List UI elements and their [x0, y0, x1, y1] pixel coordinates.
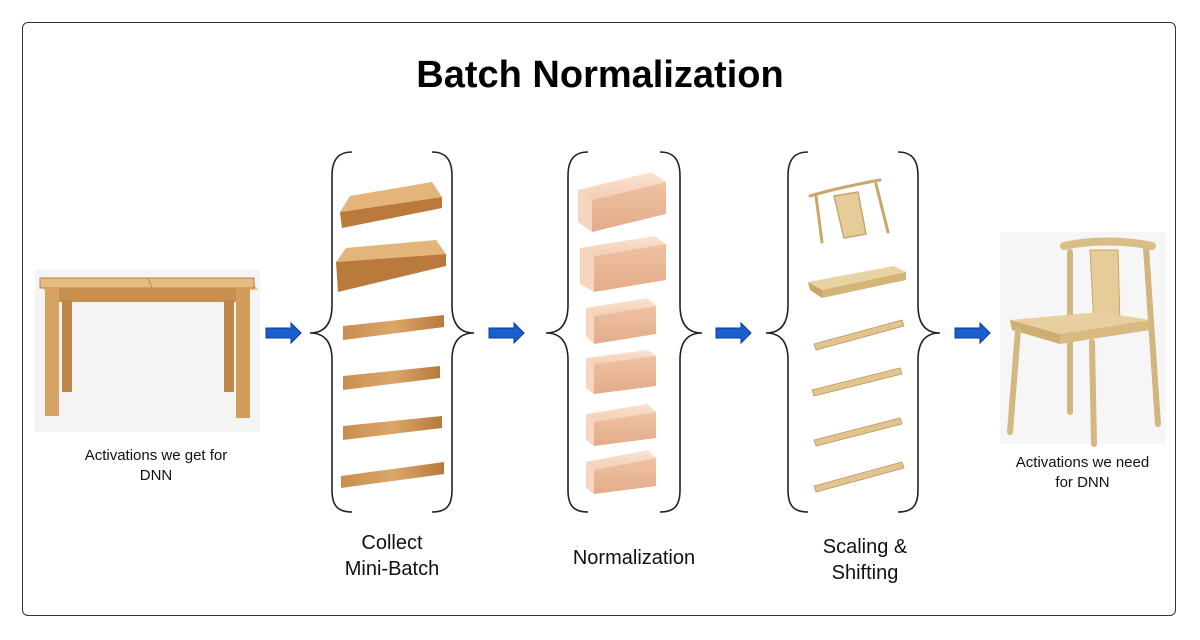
right-brace: [897, 151, 941, 513]
arrow-icon: [954, 321, 991, 345]
chair-leg-piece: [813, 417, 903, 447]
normalized-block: [586, 350, 656, 394]
left-brace: [765, 151, 809, 513]
diagram-title: Batch Normalization: [416, 54, 784, 96]
table-top-piece: [336, 240, 446, 292]
diagram-frame: [22, 22, 1176, 616]
arrow-icon: [715, 321, 752, 345]
output-caption-line1: Activations we need: [1015, 454, 1150, 471]
input-caption-line2: DNN: [139, 467, 173, 484]
arrow-icon: [488, 321, 525, 345]
table-top-piece: [340, 182, 442, 228]
stage-label-line1: Collect: [361, 532, 423, 554]
table-leg-piece: [341, 462, 444, 488]
left-brace: [545, 151, 589, 513]
output-caption-line2: for DNN: [1055, 474, 1110, 491]
normalized-block: [586, 450, 656, 494]
input-caption: Activations we get for DNN: [40, 446, 272, 486]
input-caption-line1: Activations we get for: [84, 447, 228, 464]
table-image: [35, 270, 260, 432]
table-leg-piece: [343, 315, 444, 340]
arrow-icon: [265, 321, 302, 345]
normalized-block: [586, 298, 656, 344]
chair-back-piece: [808, 178, 890, 244]
right-brace: [431, 151, 475, 513]
chair-image: [1000, 232, 1166, 447]
stage-label-line2: Mini-Batch: [344, 558, 440, 580]
left-brace: [309, 151, 353, 513]
chair-seat-piece: [808, 266, 906, 298]
chair-leg-piece: [813, 319, 905, 351]
chair-leg-piece: [813, 461, 905, 493]
table-leg-piece: [343, 366, 440, 390]
normalized-block: [586, 404, 656, 446]
stage-label-collect: Collect Mini-Batch: [312, 530, 472, 582]
right-brace: [659, 151, 703, 513]
output-caption: Activations we need for DNN: [990, 453, 1175, 493]
table-leg-piece: [343, 416, 442, 440]
stage-label-normalization: Normalization: [554, 545, 714, 571]
stage-label-line2: Shifting: [831, 562, 899, 584]
normalized-block: [578, 172, 666, 232]
stage-label-line1: Scaling &: [822, 536, 908, 558]
chair-leg-piece: [811, 367, 903, 397]
normalized-block: [580, 236, 666, 292]
stage-label-line1: Normalization: [572, 547, 696, 569]
stage-label-scaling: Scaling & Shifting: [785, 534, 945, 586]
